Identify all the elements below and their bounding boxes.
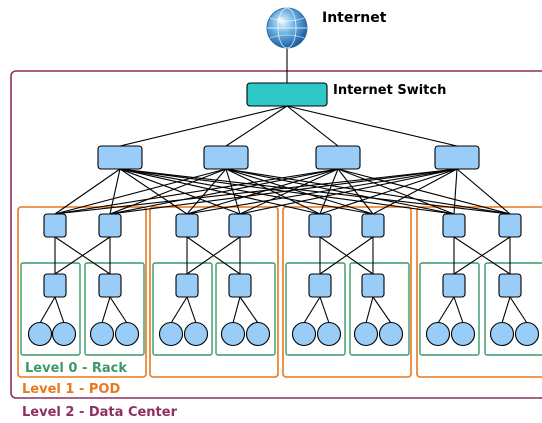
aggregation-switch <box>361 213 385 238</box>
aggregation-switch <box>442 213 466 238</box>
server-node <box>114 321 140 347</box>
rack-switch <box>175 273 199 298</box>
core-switch <box>97 145 143 170</box>
network-links <box>39 48 528 324</box>
rack-boundary <box>84 262 145 356</box>
server-node <box>245 321 271 347</box>
server-node <box>27 321 53 347</box>
rack-boundary <box>215 262 276 356</box>
aggregation-switch <box>175 213 199 238</box>
rack-switch <box>442 273 466 298</box>
rack-switch <box>498 273 522 298</box>
aggregation-switch <box>43 213 67 238</box>
rack-boundary <box>419 262 480 356</box>
aggregation-switch <box>228 213 252 238</box>
rack-switch <box>361 273 385 298</box>
aggregation-switch <box>98 213 122 238</box>
globe-icon <box>266 7 308 49</box>
server-node <box>183 321 209 347</box>
core-switch <box>315 145 361 170</box>
rack-boundary <box>152 262 213 356</box>
server-node <box>51 321 77 347</box>
servers <box>27 321 540 347</box>
core-switches <box>97 145 480 170</box>
rack-switches <box>43 273 522 298</box>
datacenter-boundary <box>10 70 542 399</box>
rack-switch <box>308 273 332 298</box>
core-switch <box>203 145 249 170</box>
server-node <box>450 321 476 347</box>
internet-label: Internet <box>322 10 387 26</box>
internet-switch <box>246 82 328 107</box>
server-node <box>89 321 115 347</box>
pod-boundary <box>149 206 279 378</box>
rack-boundary <box>285 262 346 356</box>
server-node <box>425 321 451 347</box>
server-node <box>316 321 342 347</box>
server-node <box>291 321 317 347</box>
internet-switch-label: Internet Switch <box>333 83 446 98</box>
level0-label: Level 0 - Rack <box>25 361 127 376</box>
pod-boundary <box>282 206 412 378</box>
server-node <box>158 321 184 347</box>
level1-label: Level 1 - POD <box>22 382 120 397</box>
rack-switch <box>98 273 122 298</box>
rack-boundary <box>20 262 81 356</box>
server-node <box>489 321 515 347</box>
server-node <box>220 321 246 347</box>
pod-boundary <box>17 206 147 378</box>
rack-switch <box>228 273 252 298</box>
core-switch <box>434 145 480 170</box>
rack-boundary <box>484 262 542 356</box>
aggregation-switch <box>498 213 522 238</box>
aggregation-switches <box>43 213 522 238</box>
server-node <box>514 321 540 347</box>
rack-boundaries <box>20 262 542 356</box>
level2-label: Level 2 - Data Center <box>22 405 178 420</box>
server-node <box>378 321 404 347</box>
aggregation-switch <box>308 213 332 238</box>
rack-boundary <box>349 262 410 356</box>
rack-switch <box>43 273 67 298</box>
server-node <box>353 321 379 347</box>
